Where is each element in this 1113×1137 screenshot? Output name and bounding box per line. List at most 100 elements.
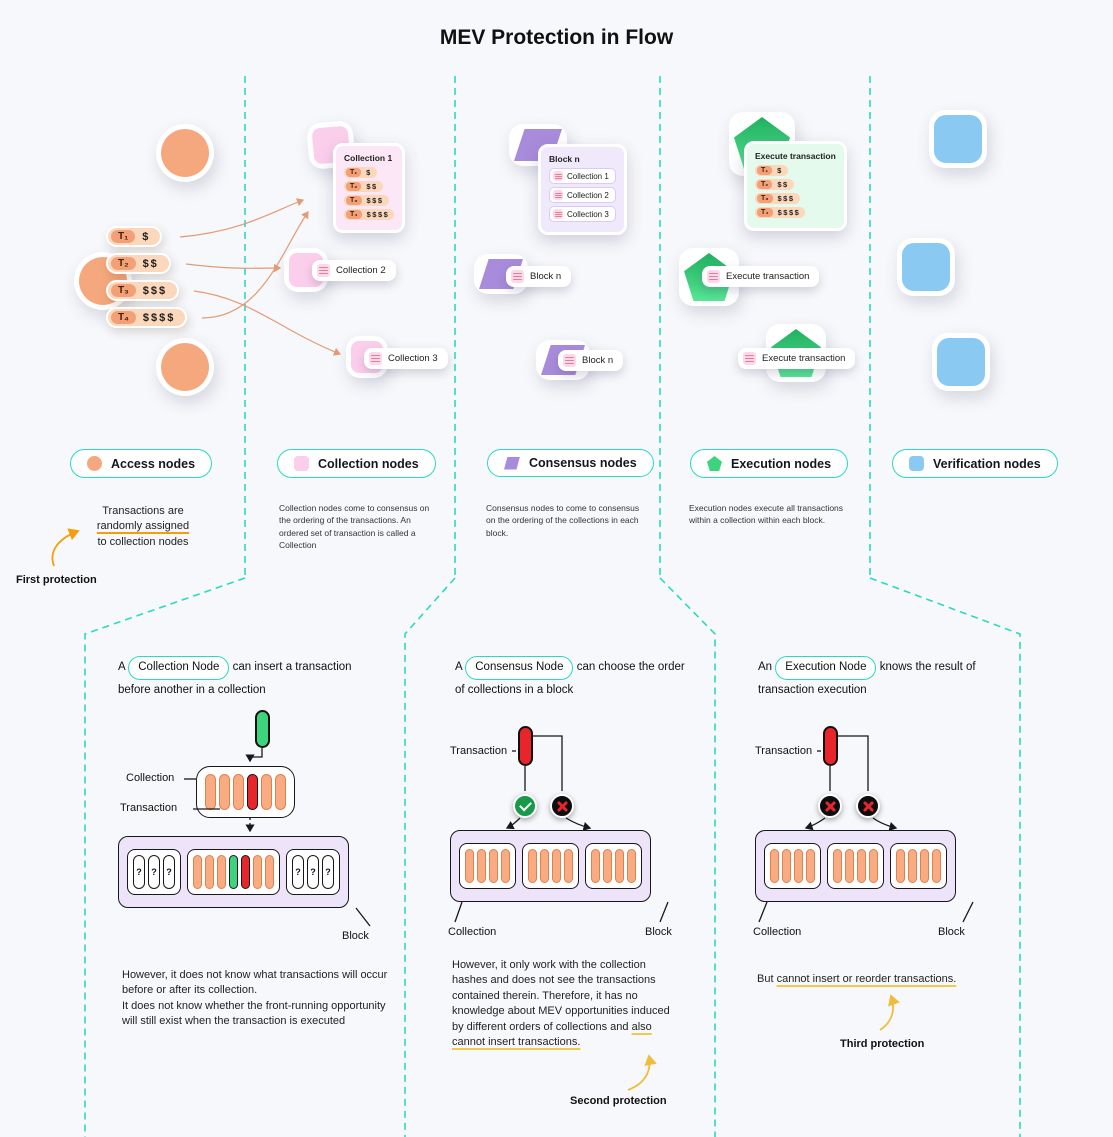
block-n-pill: Block n bbox=[506, 266, 572, 287]
transaction-pill bbox=[261, 774, 272, 810]
block bbox=[450, 830, 651, 902]
legend-label: Consensus nodes bbox=[529, 456, 637, 470]
collection-group bbox=[890, 843, 947, 889]
transaction-pill bbox=[806, 849, 815, 883]
transaction-label: Transaction bbox=[450, 745, 508, 757]
transaction-id: T₂ bbox=[111, 257, 136, 270]
transaction-amount: $ bbox=[142, 230, 151, 243]
transaction-pill bbox=[265, 855, 274, 889]
unknown-collection-group: ? ? ? bbox=[127, 849, 181, 895]
transaction-pill-red bbox=[823, 726, 838, 766]
transaction-pill bbox=[528, 849, 537, 883]
transaction-amount: $$$ bbox=[142, 284, 168, 297]
transaction-pill bbox=[908, 849, 917, 883]
transaction-pill bbox=[603, 849, 612, 883]
transaction-amount: $$ bbox=[142, 257, 159, 270]
transaction-row: T₂$$ bbox=[755, 179, 794, 190]
transaction-pill bbox=[615, 849, 624, 883]
collection-group bbox=[585, 843, 642, 889]
transaction-row: T₃$$$ bbox=[344, 195, 389, 206]
panel3-body: But cannot insert or reorder transaction… bbox=[757, 973, 957, 985]
panel1-body: However, it does not know what transacti… bbox=[122, 969, 388, 1028]
transaction-pill bbox=[770, 849, 779, 883]
collection-label: Collection bbox=[753, 926, 802, 938]
list-icon bbox=[553, 190, 563, 200]
collection-label: Collection bbox=[448, 926, 497, 938]
cross-icon bbox=[818, 794, 842, 818]
consensus-node-icon bbox=[504, 456, 520, 470]
transaction-pill bbox=[869, 849, 878, 883]
transaction-label: Transaction bbox=[755, 745, 813, 757]
panel1-heading: A Collection Node can insert a transacti… bbox=[118, 656, 380, 702]
unknown-transaction-pill: ? bbox=[133, 855, 145, 889]
collection-group bbox=[827, 843, 884, 889]
list-icon bbox=[369, 352, 382, 365]
inserted-transaction-pill bbox=[255, 710, 270, 748]
execution-description: Execution nodes execute all transactions… bbox=[689, 503, 844, 526]
list-icon bbox=[707, 270, 720, 283]
transaction-pill bbox=[477, 849, 486, 883]
transaction-pill bbox=[253, 855, 262, 889]
transaction-pill bbox=[794, 849, 803, 883]
front-run-transaction-pill bbox=[247, 774, 258, 810]
legend-collection-nodes: Collection nodes bbox=[277, 449, 436, 478]
transaction-pill bbox=[205, 855, 214, 889]
list-icon bbox=[563, 354, 576, 367]
transaction-pill-red bbox=[518, 726, 533, 766]
cross-icon bbox=[550, 794, 574, 818]
transaction-pill bbox=[489, 849, 498, 883]
third-protection-label: Third protection bbox=[840, 1038, 925, 1050]
collection-label: Collection bbox=[126, 772, 175, 784]
transaction-label: Transaction bbox=[120, 802, 178, 814]
collection-description: Collection nodes come to consensus on th… bbox=[279, 503, 430, 550]
transaction-pill bbox=[932, 849, 941, 883]
inserted-transaction-pill bbox=[229, 855, 238, 889]
cross-icon bbox=[856, 794, 880, 818]
panel2-body: However, it only work with the collectio… bbox=[452, 959, 670, 1048]
underlined-phrase: cannot insert or reorder transactions. bbox=[776, 973, 957, 985]
transaction-pill: T₂ $$ bbox=[106, 253, 171, 274]
transaction-pill bbox=[233, 774, 244, 810]
panel2-heading: A Consensus Node can choose the order of… bbox=[455, 656, 687, 702]
legend-label: Collection nodes bbox=[318, 456, 419, 471]
block-label: Block bbox=[938, 926, 965, 938]
access-description: Transactions are randomly assigned to co… bbox=[78, 504, 208, 550]
legend-label: Access nodes bbox=[111, 456, 196, 471]
first-protection-label: First protection bbox=[16, 574, 97, 586]
collection-row: Collection 3 bbox=[549, 206, 616, 222]
collection-group bbox=[187, 849, 280, 895]
block: ? ? ? ? ? ? bbox=[118, 836, 349, 908]
transaction-pill: T₁ $ bbox=[106, 226, 163, 247]
block-n-card: Block n Collection 1 Collection 2 Collec… bbox=[538, 144, 627, 235]
transaction-pill bbox=[920, 849, 929, 883]
legend-execution-nodes: Execution nodes bbox=[690, 449, 849, 478]
transaction-row: T₁$ bbox=[755, 165, 788, 176]
verification-node-shape bbox=[929, 110, 987, 168]
second-protection-arrow bbox=[627, 1054, 657, 1091]
transaction-id: T₄ bbox=[111, 311, 136, 324]
front-run-transaction-pill bbox=[241, 855, 250, 889]
second-protection-label: Second protection bbox=[570, 1095, 667, 1107]
unknown-transaction-pill: ? bbox=[148, 855, 160, 889]
block-label: Block bbox=[342, 930, 369, 942]
transaction-pill bbox=[193, 855, 202, 889]
third-protection-arrow bbox=[879, 994, 900, 1031]
collection-group bbox=[522, 843, 579, 889]
underlined-phrase: also cannot insert transactions. bbox=[452, 1020, 652, 1048]
verification-node-icon bbox=[909, 456, 924, 471]
unknown-collection-group: ? ? ? bbox=[286, 849, 340, 895]
transaction-pill bbox=[217, 855, 226, 889]
block bbox=[755, 830, 956, 902]
transaction-pill: T₃ $$$ bbox=[106, 280, 180, 301]
transaction-row: T₄$$$$ bbox=[755, 207, 806, 218]
transaction-pill bbox=[833, 849, 842, 883]
transaction-id: T₃ bbox=[111, 284, 136, 297]
transaction-pill bbox=[552, 849, 561, 883]
transaction-pill bbox=[857, 849, 866, 883]
underlined-phrase: randomly assigned bbox=[96, 520, 190, 533]
unknown-transaction-pill: ? bbox=[292, 855, 304, 889]
collection-node-icon bbox=[294, 456, 309, 471]
access-node-icon bbox=[87, 456, 102, 471]
block-n-pill: Block n bbox=[558, 350, 624, 371]
